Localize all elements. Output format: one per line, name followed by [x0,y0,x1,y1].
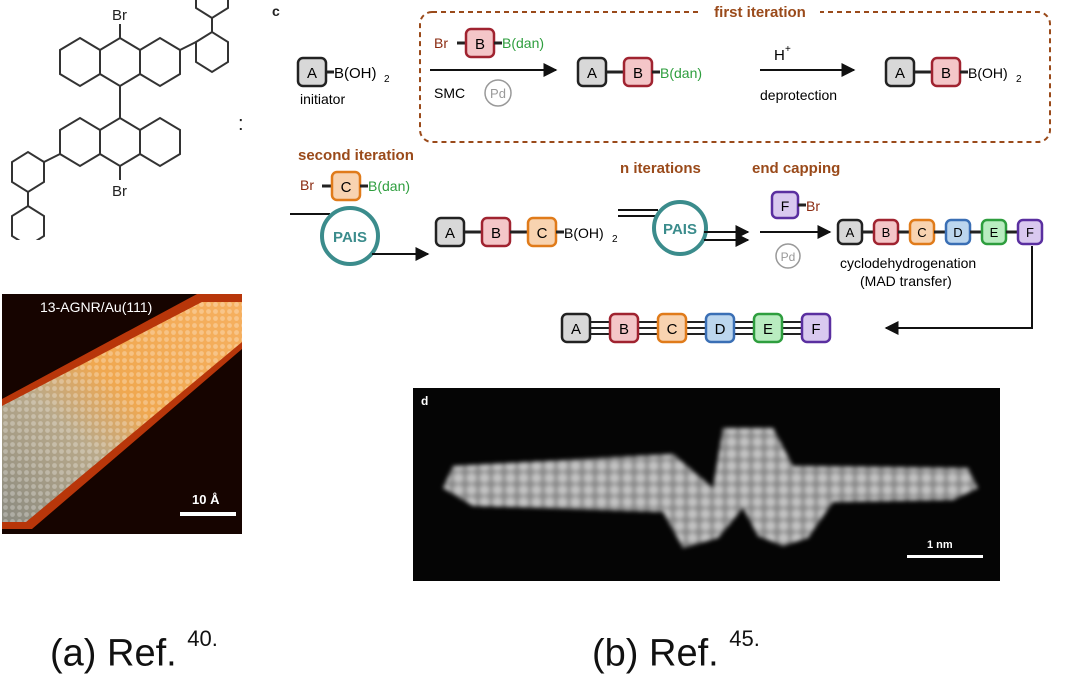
reagent-br-b: Br [434,35,448,51]
ribbon-a-text: A [571,321,581,338]
product2-boh2: B(OH) [968,65,1008,81]
caption-a: (a) Ref. 40. [50,626,218,676]
caption-b: (b) Ref. 45. [592,626,760,676]
boh2-label: B(OH) [334,65,377,82]
stm-label: 13-AGNR/Au(111) [40,299,153,315]
pais-cycle-icon-1 [320,206,380,266]
block-c-inter-text: C [537,225,548,242]
caption-a-ref: 40. [187,626,218,651]
reagent-br-c: Br [300,177,314,193]
chain-b-text: B [882,225,891,240]
ribbon-c-text: C [667,321,678,338]
block-b-reagent-text: B [475,36,485,53]
chain-d-text: D [953,225,962,240]
synthesis-scheme: c first iteration A B(OH) 2 initiator Br… [272,2,1051,344]
br-top-label: Br [112,7,127,24]
block-f-reagent-text: F [781,198,790,214]
caption-b-text: (b) Ref. [592,632,719,675]
ribbon-b-text: B [619,321,629,338]
pais-label-1: PAIS [333,229,367,246]
block-a-product1-text: A [587,65,597,82]
scale-bar-2 [907,555,983,558]
mad-transfer-label: (MAD transfer) [860,273,952,289]
pd-catalyst-icon-2 [775,243,801,269]
scale-bar [180,512,236,516]
h-plus: H [774,47,785,64]
caption-a-text: (a) Ref. [50,632,177,675]
chain-e-text: E [990,225,999,240]
stm-image-ribbon: d 1 nm [413,388,1000,581]
panel-d-label: d [421,394,429,408]
pd-catalyst-icon [484,79,512,107]
reagent-dan-c: B(dan) [368,178,410,194]
caption-b-ref: 45. [729,626,760,651]
chain-c-text: C [917,225,926,240]
pais-cycle-icon-2 [652,200,708,256]
first-iteration-box [419,11,1051,143]
cyclodehydrogenation-label: cyclodehydrogenation [840,255,976,271]
fused-ribbon-chain: A B C D E F [560,312,832,344]
block-c-reagent-text: C [341,179,352,196]
reagent-dan-b: B(dan) [502,35,544,51]
boh2-sub: 2 [384,74,390,85]
first-iteration-title: first iteration [714,4,806,21]
scale-bar-label-2: 1 nm [927,539,953,551]
inter-boh2: B(OH) [564,225,604,241]
reagent-br-f: Br [806,198,820,214]
scale-bar-label: 10 Å [192,492,220,507]
h-plus-sup: + [785,44,791,55]
block-a-text: A [307,65,317,82]
initiator-label: initiator [300,91,345,107]
pd-label: Pd [490,86,506,101]
ribbon-e-text: E [763,321,773,338]
molecule-structure: Br Br : [11,0,244,240]
separator-colon: : [238,113,244,135]
abcdef-chain: A B C D E F [836,218,1044,246]
pd-label-2: Pd [781,250,796,264]
product1-dan: B(dan) [660,65,702,81]
ribbon-f-text: F [811,321,820,338]
ribbon-d-text: D [715,321,726,338]
smc-label: SMC [434,85,465,101]
block-a-inter-text: A [445,225,455,242]
block-b-product2-text: B [941,65,951,82]
end-capping-title: end capping [752,160,840,177]
deprotection-label: deprotection [760,87,837,103]
block-b-product1-text: B [633,65,643,82]
chain-a-text: A [846,225,855,240]
block-a-product2-text: A [895,65,905,82]
n-iterations-title: n iterations [620,160,701,177]
panel-c-label: c [272,3,280,19]
second-iteration-title: second iteration [298,147,414,164]
product2-boh2-sub: 2 [1016,74,1022,85]
br-bottom-label: Br [112,183,127,200]
pais-label-2: PAIS [663,221,697,238]
chain-f-text: F [1026,225,1034,240]
block-b-inter-text: B [491,225,501,242]
stm-image-13agnr: 13-AGNR/Au(111) 10 Å [2,294,242,534]
inter-boh2-sub: 2 [612,234,618,245]
